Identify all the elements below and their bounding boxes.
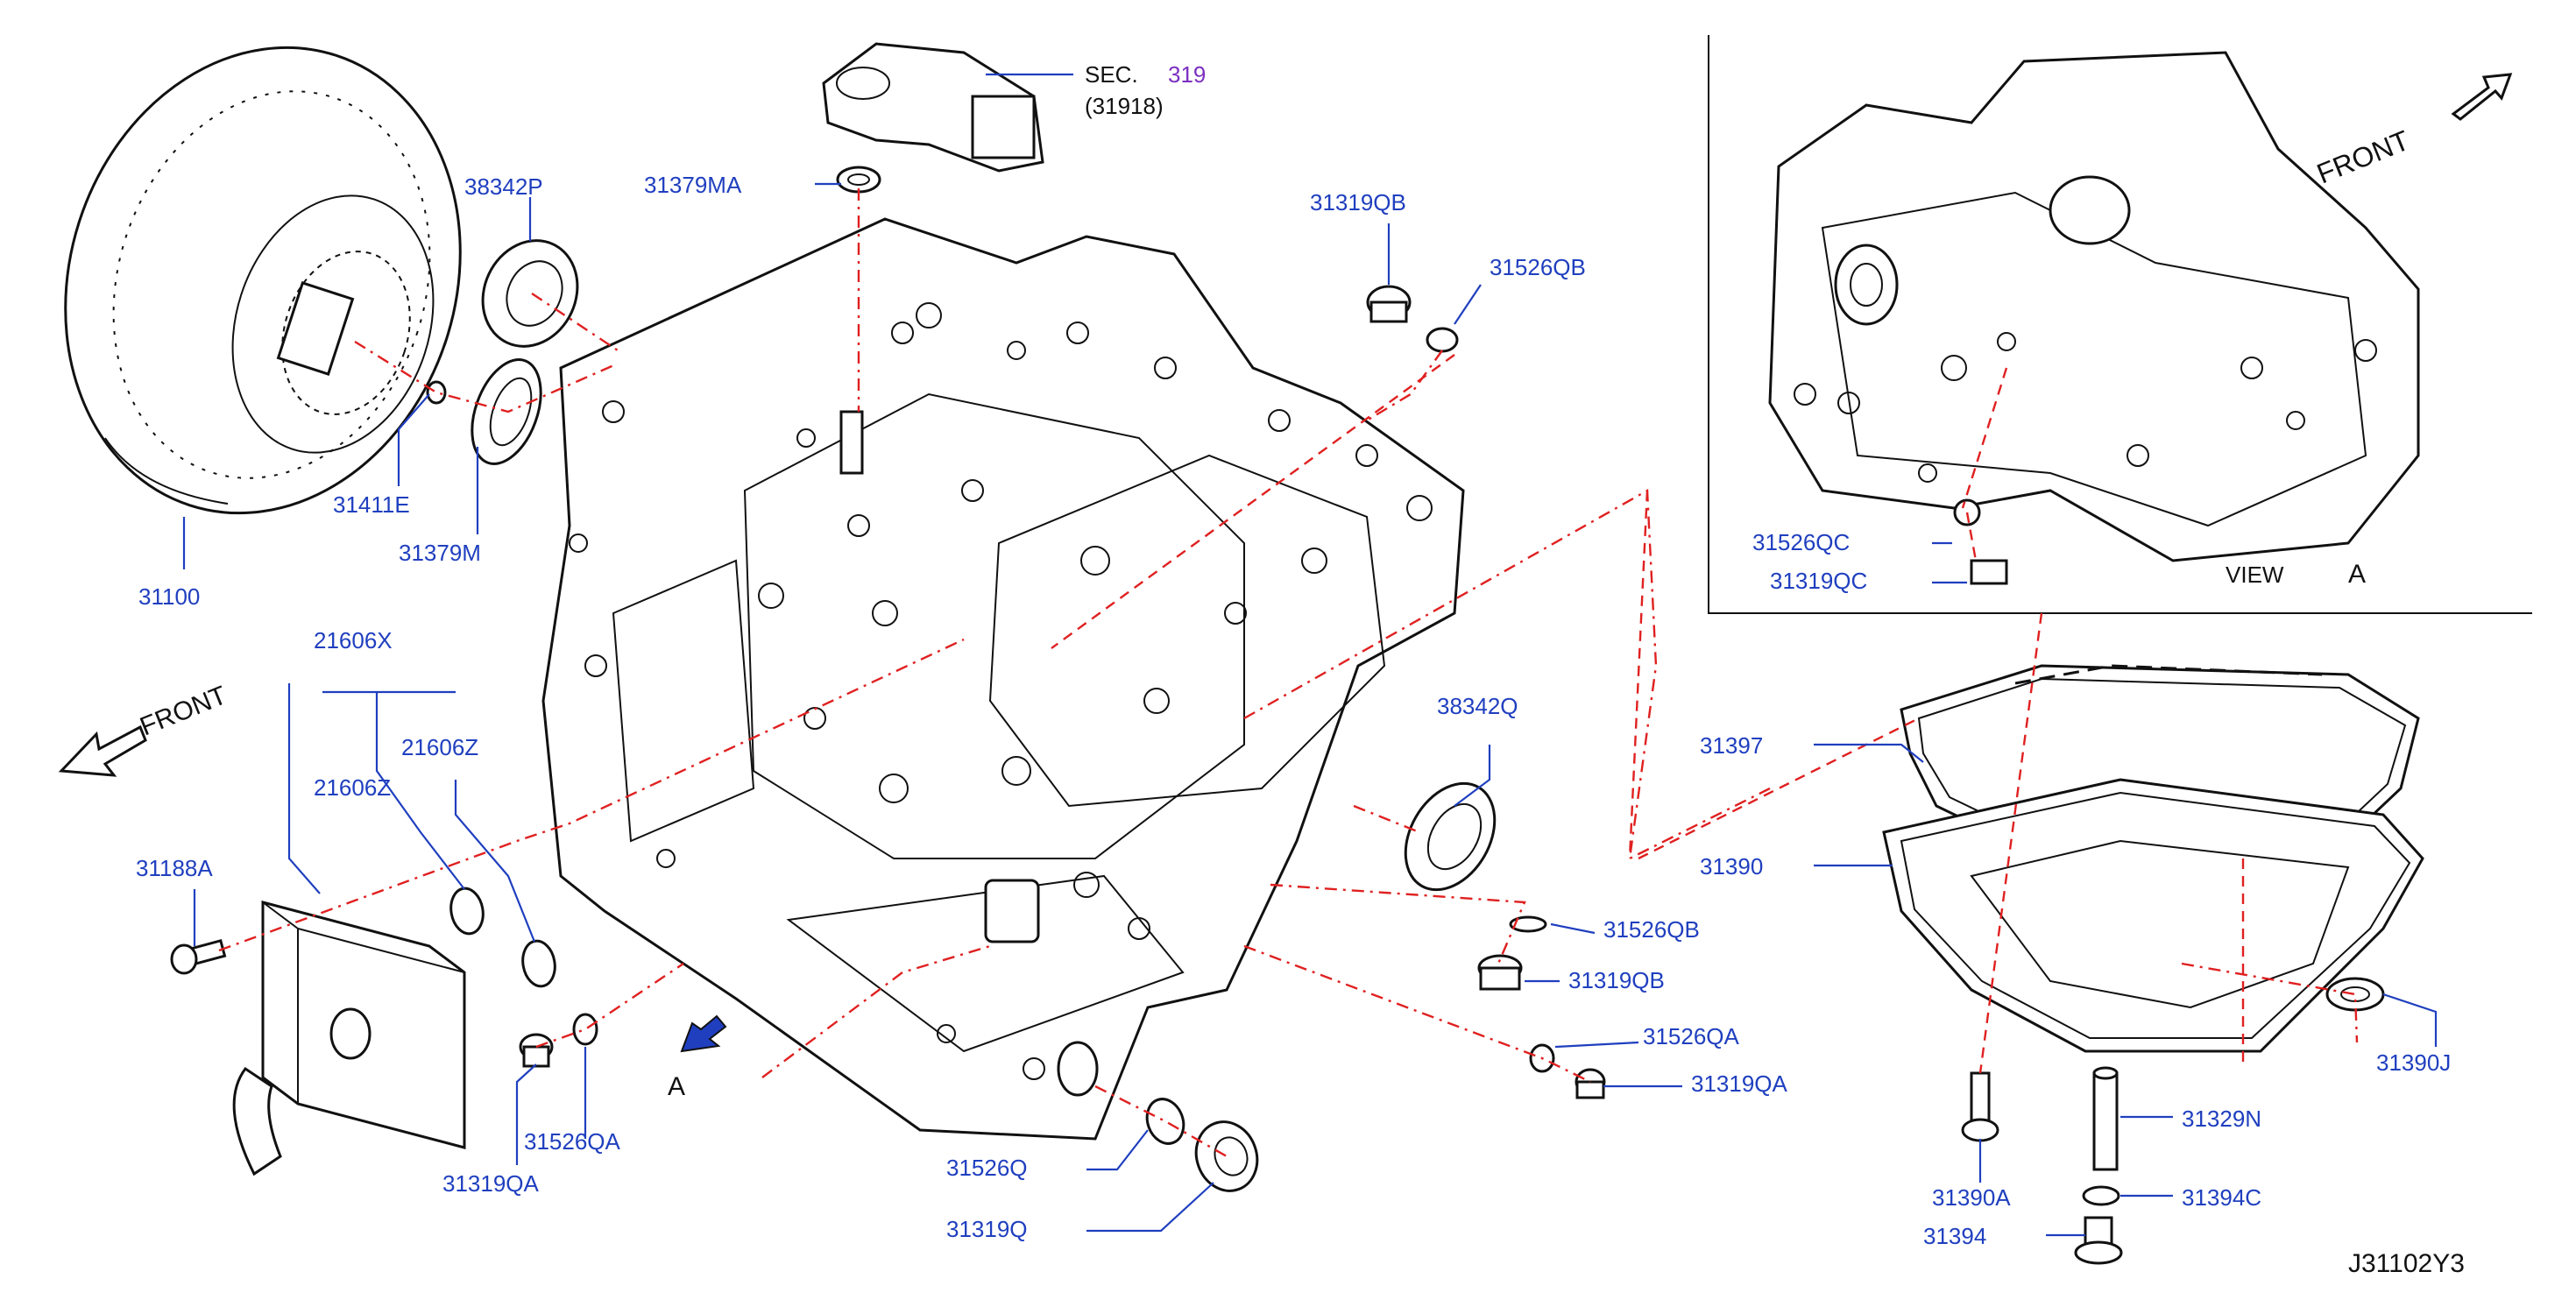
label-21606X: 21606X	[314, 627, 393, 654]
front-arrow-left	[58, 724, 147, 777]
view-label: VIEW	[2226, 562, 2284, 588]
label-31394C: 31394C	[2182, 1184, 2261, 1211]
label-31319QA-right: 31319QA	[1691, 1070, 1788, 1097]
front-label-inset: FRONT	[2312, 124, 2414, 190]
label-sec-sub: (31918)	[1085, 93, 1164, 119]
washer-31526QB-top[interactable]	[1426, 327, 1459, 353]
label-31526QC: 31526QC	[1752, 529, 1850, 555]
label-31390J: 31390J	[2376, 1049, 2451, 1076]
stud-31329N[interactable]	[2092, 1066, 2119, 1171]
label-31379MA: 31379MA	[644, 172, 742, 198]
plug-31319QA-left[interactable]	[519, 1033, 554, 1068]
label-sec-number[interactable]: 319	[1168, 61, 1206, 88]
plug-31319Q[interactable]	[1186, 1113, 1266, 1199]
label-31329N: 31329N	[2182, 1106, 2261, 1132]
label-31188A: 31188A	[136, 855, 213, 881]
centerlines	[218, 188, 2359, 1158]
oil-seal-38342Q[interactable]	[1388, 767, 1513, 906]
label-31319QC: 31319QC	[1770, 568, 1867, 594]
label-21606Z-b: 21606Z	[401, 734, 478, 760]
label-31526QA-right: 31526QA	[1643, 1023, 1740, 1049]
label-31319QB-top: 31319QB	[1310, 189, 1406, 215]
label-21606Z-a: 21606Z	[314, 774, 391, 801]
oring-21606Z-a[interactable]	[448, 886, 486, 936]
plug-31319QB-top[interactable]	[1366, 285, 1412, 323]
torque-converter[interactable]	[6, 0, 519, 565]
drawing-code: J31102Y3	[2348, 1249, 2465, 1278]
label-31390: 31390	[1700, 853, 1763, 880]
range-sensor[interactable]	[822, 42, 1044, 173]
oil-seal-38342P[interactable]	[466, 225, 595, 362]
label-31411E: 31411E	[333, 491, 410, 518]
oring-21606Z-b[interactable]	[520, 938, 558, 988]
plug-31319QB-mid[interactable]	[1477, 954, 1523, 991]
leader-lines	[182, 73, 2438, 1237]
washer-31526QA-left[interactable]	[572, 1013, 598, 1046]
washer-31526QB-mid[interactable]	[1509, 915, 1547, 933]
label-31319Q: 31319Q	[946, 1216, 1028, 1242]
label-31379M: 31379M	[399, 540, 481, 566]
plug-31319QA-right[interactable]	[1575, 1068, 1606, 1099]
label-31100: 31100	[138, 583, 200, 610]
label-31526QB-top: 31526QB	[1490, 254, 1586, 280]
oring-31411E[interactable]	[426, 380, 447, 405]
bolt-31188A[interactable]	[170, 938, 227, 975]
oil-cooler[interactable]	[232, 901, 499, 1227]
label-31397: 31397	[1700, 732, 1763, 759]
label-31390A: 31390A	[1932, 1184, 2011, 1211]
view-a-inset	[1708, 35, 2532, 614]
label-sec-prefix: SEC.	[1085, 61, 1138, 88]
washer-31526Q[interactable]	[1141, 1094, 1189, 1149]
view-arrow-a	[680, 1014, 727, 1053]
bolt-31390A[interactable]	[1961, 1071, 1999, 1142]
label-31526Q: 31526Q	[946, 1155, 1028, 1181]
label-38342Q: 38342Q	[1437, 693, 1518, 719]
label-31526QA-left: 31526QA	[524, 1128, 621, 1155]
label-38342P: 38342P	[464, 173, 543, 200]
view-letter: A	[2348, 560, 2366, 589]
transmission-case[interactable]	[541, 217, 1465, 1141]
front-label-left: FRONT	[136, 681, 230, 741]
label-31319QB-mid: 31319QB	[1568, 967, 1665, 993]
drain-plug-31394[interactable]	[2074, 1216, 2123, 1265]
washer-31394C[interactable]	[2082, 1185, 2120, 1206]
oil-seal-31379MA[interactable]	[836, 166, 881, 194]
oil-pan-31390[interactable]	[1882, 778, 2424, 1053]
label-31394: 31394	[1923, 1223, 1986, 1249]
arrow-letter: A	[668, 1072, 685, 1101]
label-31319QA-left: 31319QA	[442, 1170, 540, 1197]
magnet-31390J[interactable]	[2325, 977, 2385, 1012]
label-31526QB-mid: 31526QB	[1603, 916, 1700, 943]
